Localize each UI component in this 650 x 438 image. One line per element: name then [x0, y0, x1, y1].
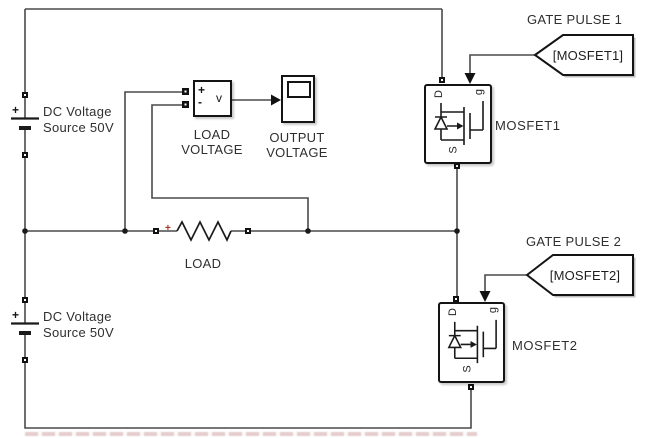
junction-dot [122, 228, 128, 234]
scope-block[interactable] [281, 75, 315, 123]
battery1-plus-sign: + [12, 103, 20, 117]
arrowhead-gate1 [464, 73, 476, 84]
mosfet1-drain-label: D [432, 90, 445, 98]
load-polarity-plus-sign: + [165, 223, 171, 234]
from-tag1-text[interactable]: [MOSFET1] [552, 48, 624, 63]
resistor-icon[interactable] [176, 220, 232, 242]
wire-voltmeter-minus [151, 104, 309, 231]
wire-voltmeter-plus [124, 91, 183, 231]
wire-bottom-rail [24, 362, 472, 429]
port-squares [22, 77, 474, 390]
scope-screen-icon [287, 81, 311, 98]
battery2-plus-sign: + [12, 308, 20, 322]
mosfet2-source-label: S [461, 365, 474, 373]
from-tag1-block[interactable] [533, 34, 634, 76]
mosfet1-source-label: S [447, 146, 460, 154]
from-tag2-block[interactable] [525, 254, 634, 296]
voltage-measurement-block[interactable]: + - v [193, 80, 232, 117]
voltmeter-plus-label: + [198, 83, 206, 97]
gate-pulse-1-label: GATE PULSE 1 [527, 12, 623, 27]
wire-gate2 [484, 274, 527, 291]
arrowhead-scope-input [271, 94, 281, 106]
circuit-wires [24, 8, 535, 429]
wire-gate1 [469, 54, 535, 73]
voltmeter-minus-label: - [198, 95, 202, 109]
mosfet2-symbol-icon [447, 319, 497, 364]
battery1-icon[interactable] [11, 117, 39, 130]
arrowhead-gate2 [479, 291, 491, 302]
dc-source-1-label: DC Voltage Source 50V [43, 104, 114, 135]
mosfet2-drain-label: D [446, 308, 459, 316]
load-label: LOAD [184, 256, 222, 271]
load-voltage-label: LOAD VOLTAGE [181, 127, 243, 157]
battery2-icon[interactable] [11, 322, 39, 335]
voltmeter-output-label: v [216, 91, 222, 105]
dc-source-2-label: DC Voltage Source 50V [43, 309, 114, 340]
mosfet2-gate-label: g [487, 306, 500, 314]
mosfet1-symbol-icon [433, 101, 484, 145]
cropped-caption-artifact [25, 432, 477, 436]
from-tag2-text[interactable]: [MOSFET2] [549, 268, 621, 283]
gate-pulse-2-label: GATE PULSE 2 [526, 234, 622, 249]
junction-dots [22, 228, 460, 234]
junction-dot [305, 228, 311, 234]
junction-dot [22, 228, 28, 234]
junction-dot [454, 228, 460, 234]
output-voltage-label: OUTPUT VOLTAGE [266, 130, 328, 160]
arrowheads [271, 73, 491, 302]
mosfet1-gate-label: g [473, 88, 486, 96]
mosfet2-name-label: MOSFET2 [512, 338, 578, 353]
mosfet2-block[interactable]: D g S [438, 302, 505, 383]
mosfet1-name-label: MOSFET1 [495, 118, 561, 133]
mosfet1-block[interactable]: D g S [424, 84, 492, 164]
